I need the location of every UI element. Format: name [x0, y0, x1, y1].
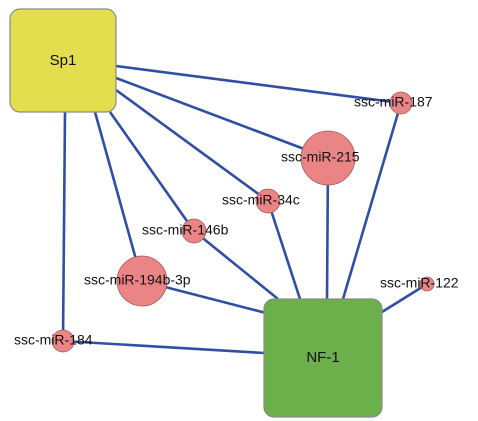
mir34c-circle — [255, 188, 281, 214]
mir194b-label: ssc-miR-194b-3p — [84, 272, 191, 288]
mirna-node-194b-3p[interactable]: ssc-miR-194b-3p — [84, 255, 191, 307]
edges-layer — [61, 64, 428, 355]
edge-nf1-mir146b — [193, 229, 279, 301]
nf1-box — [263, 298, 383, 418]
tf-node-sp1[interactable]: Sp1 — [9, 8, 117, 113]
edge-nf1-mir184 — [62, 339, 265, 355]
mir215-circle — [300, 130, 356, 186]
mir122-label: ssc-miR-122 — [380, 275, 459, 291]
mir146b-circle — [181, 218, 207, 244]
mir184-label: ssc-miR-184 — [14, 332, 93, 348]
edge-sp1-mir184 — [61, 111, 67, 342]
mir34c-label: ssc-miR-34c — [222, 192, 300, 208]
nf1-label: NF-1 — [306, 349, 339, 366]
mir187-circle — [389, 91, 413, 115]
mir187-label: ssc-miR-187 — [354, 94, 433, 110]
edge-sp1-mir187 — [115, 64, 402, 105]
edge-sp1-mir146b — [108, 111, 196, 232]
sp1-label: Sp1 — [50, 52, 77, 69]
mirna-node-184[interactable]: ssc-miR-184 — [14, 329, 93, 353]
tf-node-nf1[interactable]: NF-1 — [263, 298, 383, 418]
mir194b-circle — [116, 255, 168, 307]
edge-sp1-mir34c — [115, 88, 269, 203]
mirna-node-146b[interactable]: ssc-miR-146b — [142, 218, 229, 244]
edge-nf1-mir34c — [266, 200, 302, 300]
edge-sp1-mir194b — [93, 111, 144, 282]
mir146b-label: ssc-miR-146b — [142, 222, 229, 238]
mirna-node-215[interactable]: ssc-miR-215 — [281, 130, 360, 186]
mirna-node-187[interactable]: ssc-miR-187 — [354, 91, 433, 115]
sp1-box — [9, 8, 117, 113]
mir122-circle — [419, 276, 435, 292]
edge-sp1-mir215 — [115, 76, 329, 160]
mirna-node-34c[interactable]: ssc-miR-34c — [222, 188, 300, 214]
edge-nf1-mir122 — [381, 282, 428, 314]
mirna-node-122[interactable]: ssc-miR-122 — [380, 275, 459, 292]
mir215-label: ssc-miR-215 — [281, 149, 360, 165]
mir184-circle — [51, 329, 75, 353]
edge-nf1-mir187 — [341, 102, 403, 300]
